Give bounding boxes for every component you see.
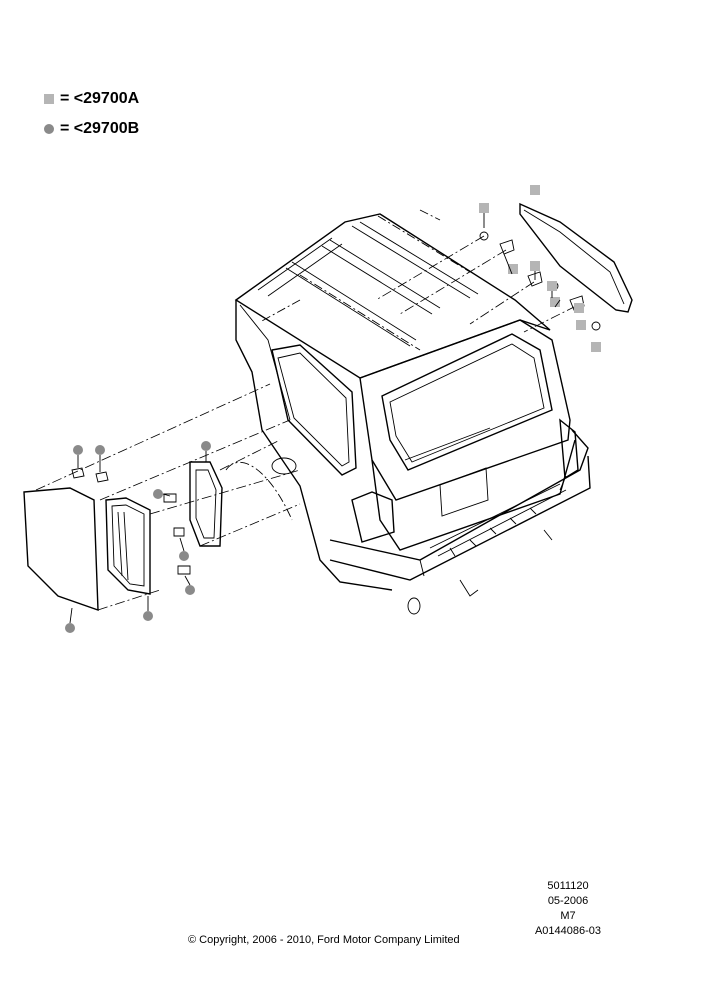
- square-marker: [574, 303, 584, 313]
- footer-ref: A0144086-03: [534, 925, 602, 937]
- legend-circle-entry: = <29700B: [44, 120, 139, 138]
- footer-reference-block: 5011120 05-2006 M7 A0144086-03: [508, 879, 628, 939]
- vehicle-body: [225, 209, 591, 615]
- circle-marker: [153, 489, 163, 499]
- footer-date: 05-2006: [547, 895, 589, 907]
- legend-square-entry: = <29700A: [44, 90, 139, 108]
- circle-marker: [143, 611, 153, 621]
- gray-circle-icon: [44, 124, 54, 134]
- quarter-window-assembly: [23, 383, 301, 611]
- square-marker: [479, 203, 489, 213]
- rear-spoiler: [375, 202, 633, 333]
- footer-model: M7: [560, 910, 576, 922]
- legend-circle-label: = <29700B: [60, 120, 140, 137]
- circle-marker: [73, 445, 83, 455]
- legend-square-label: = <29700A: [60, 90, 140, 107]
- square-marker: [576, 320, 586, 330]
- square-marker: [591, 342, 601, 352]
- copyright-text: © Copyright, 2006 - 2010, Ford Motor Com…: [188, 934, 460, 946]
- circle-marker: [201, 441, 211, 451]
- footer-code: 5011120: [547, 880, 589, 892]
- circle-marker: [179, 551, 189, 561]
- circle-marker: [95, 445, 105, 455]
- circle-marker: [65, 623, 75, 633]
- square-marker: [530, 185, 540, 195]
- part-markers: [65, 185, 601, 633]
- square-marker: [547, 281, 557, 291]
- gray-square-icon: [44, 94, 54, 104]
- square-marker: [550, 297, 560, 307]
- circle-marker: [185, 585, 195, 595]
- square-marker: [508, 264, 518, 274]
- square-marker: [530, 261, 540, 271]
